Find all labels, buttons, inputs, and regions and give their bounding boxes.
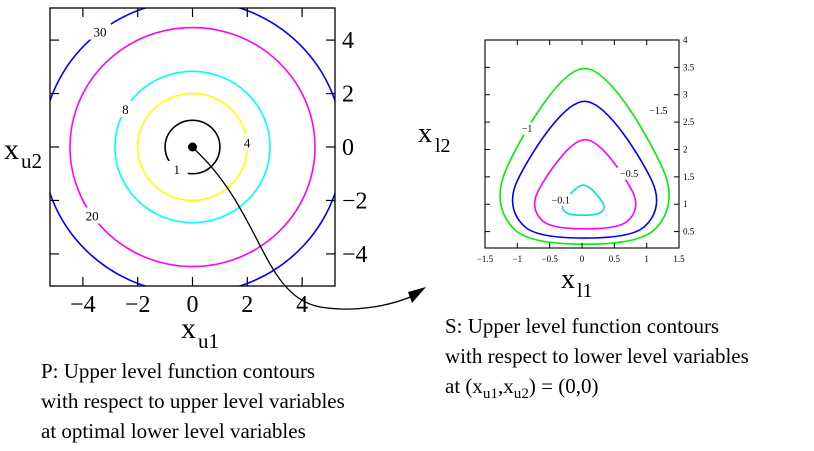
p-contour-2: [114, 70, 271, 224]
s-ytick-label-6: 1: [683, 199, 688, 209]
s-contour-1: [533, 138, 637, 230]
s-ylabel-base: x: [418, 118, 432, 149]
p-ylabel-sub: u2: [21, 149, 42, 173]
s-ytick-label-2: 3: [683, 90, 688, 100]
s-xtick-label-5: 1: [644, 254, 649, 264]
p-caption: P: Upper level function contours with re…: [41, 356, 345, 446]
p-contour-3: [69, 26, 316, 268]
p-level-bg-2: [114, 101, 137, 118]
p-caption-line-2: with respect to upper level variables: [41, 389, 345, 413]
p-ytick-label-1: 2: [342, 82, 354, 108]
s-caption: S: Upper level function contours with re…: [445, 311, 749, 404]
s-tick-group: −1.5 −1 −0.5 0 0.5 1 1.5 4 3.5 3 2.5 2 1.5 1 0.5: [477, 35, 695, 264]
s-xtick-label-3: 0: [580, 254, 585, 264]
s-caption-l3-b: ,x: [498, 374, 514, 398]
link-arrow: [191, 146, 416, 310]
s-level-bg-0: [548, 194, 573, 207]
s-contour-2: [511, 100, 658, 239]
s-caption-line-3: at (xu1,xu2) = (0,0): [445, 371, 749, 404]
s-caption-l3-a: at (x: [445, 374, 483, 398]
p-xtick-label-1: −2: [125, 292, 151, 318]
s-ylabel-sub: l2: [435, 135, 451, 157]
s-level-label-3: −1.5: [649, 106, 667, 117]
s-xlabel-base: x: [561, 264, 575, 295]
p-level-label-2: 8: [122, 102, 129, 117]
s-contour-group: [499, 67, 670, 246]
s-level-labels: −0.1 −0.5 −1 −1.5: [515, 104, 671, 207]
s-ytick-label-5: 1.5: [683, 172, 695, 182]
p-xtick-label-3: 2: [241, 292, 253, 318]
p-level-label-4: 30: [94, 25, 107, 40]
s-caption-l3-c: ) = (0,0): [528, 374, 599, 398]
p-contour-group: [50, 8, 335, 286]
p-level-bg-4: [89, 23, 112, 40]
s-xtick-label-1: −1: [513, 254, 523, 264]
p-level-label-3: 20: [86, 209, 99, 224]
s-caption-line-2: with respect to lower level variables: [445, 344, 749, 368]
p-ylabel-base: x: [4, 133, 19, 166]
p-level-labels: 1 4 8 20 30: [81, 23, 259, 224]
p-ytick-label-0: 4: [342, 28, 354, 54]
s-xtick-label-2: −0.5: [542, 254, 559, 264]
s-xtick-label-4: 0.5: [609, 254, 621, 264]
s-ytick-label-0: 4: [683, 35, 688, 45]
p-ytick-label-2: 0: [342, 135, 354, 161]
p-level-bg-1: [236, 134, 259, 151]
p-xlabel-base: x: [181, 312, 196, 345]
s-caption-line-1: S: Upper level function contours: [445, 314, 720, 338]
link-arrow-head: [408, 287, 426, 303]
p-xtick-label-2: 0: [187, 292, 199, 318]
s-ytick-label-7: 0.5: [683, 227, 695, 237]
s-level-bg-3: [646, 104, 671, 117]
s-xtick-label-6: 1.5: [673, 254, 685, 264]
p-ytick-label-3: −2: [342, 188, 368, 214]
s-level-label-2: −1: [522, 124, 533, 135]
s-ytick-label-1: 3.5: [683, 62, 695, 72]
p-contour-0: [164, 119, 221, 175]
s-ytick-label-3: 2.5: [683, 117, 695, 127]
p-xlabel-sub: u1: [198, 329, 219, 353]
s-contour-3: [499, 67, 670, 246]
p-caption-line-1: P: Upper level function contours: [41, 359, 316, 383]
p-xtick-label-4: 4: [296, 292, 308, 318]
s-level-bg-1: [617, 167, 642, 180]
p-level-bg-3: [81, 207, 104, 224]
s-level-label-0: −0.1: [552, 196, 570, 207]
p-level-bg-0: [165, 160, 188, 177]
s-caption-l3-sub-1: u1: [482, 386, 499, 403]
s-level-bg-2: [515, 122, 540, 135]
s-ytick-label-4: 2: [683, 144, 688, 154]
p-level-label-1: 4: [244, 135, 251, 150]
p-caption-line-3: at optimal lower level variables: [41, 419, 306, 443]
p-level-label-0: 1: [174, 162, 181, 177]
s-xlabel-sub: l1: [577, 280, 593, 302]
s-xtick-label-0: −1.5: [477, 254, 494, 264]
p-ytick-label-4: −4: [342, 242, 368, 268]
s-level-label-1: −0.5: [620, 169, 638, 180]
s-caption-l3-sub-2: u2: [513, 386, 529, 403]
p-xtick-label-0: −4: [70, 292, 96, 318]
